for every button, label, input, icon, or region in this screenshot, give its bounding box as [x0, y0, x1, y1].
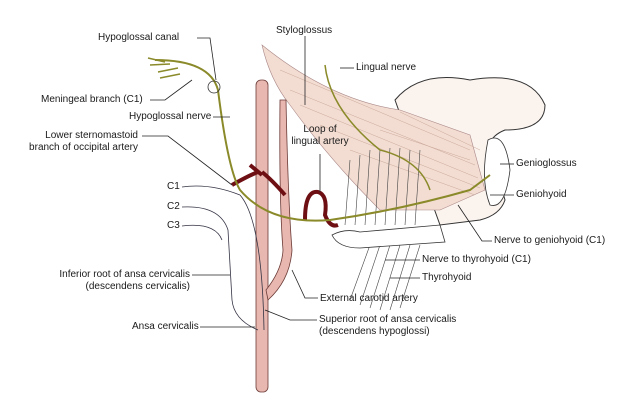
lingual-artery-loop [303, 189, 339, 228]
label-styloglossus: Styloglossus [276, 25, 333, 36]
label-line-2: branch of occipital artery [29, 142, 138, 153]
label-superior-root: Superior root of ansa cervicalis (descen… [319, 314, 456, 338]
label-nerve-to-thyrohyoid: Nerve to thyrohyoid (C1) [422, 254, 531, 265]
label-ansa-cervicalis: Ansa cervicalis [132, 321, 199, 332]
label-c3: C3 [167, 220, 180, 231]
label-nerve-to-geniohyoid: Nerve to geniohyoid (C1) [494, 235, 606, 246]
label-thyrohyoid: Thyrohyoid [422, 272, 472, 283]
hyoid-bone [331, 224, 446, 249]
label-external-carotid: External carotid artery [320, 293, 418, 304]
superior-root-nerve [239, 194, 265, 331]
mandible [484, 137, 511, 206]
c3-nerve [181, 224, 223, 241]
c1-nerve [181, 185, 241, 196]
label-line-1: Superior root of ansa cervicalis [319, 314, 457, 325]
styloglossus-muscle [261, 44, 486, 211]
occipital-artery-branch [231, 163, 287, 197]
label-line-2: (descendens hypoglossi) [319, 326, 430, 337]
hypoglossal-canal-ring [207, 80, 221, 94]
hypoglossal-rootlets [147, 57, 181, 79]
label-c1: C1 [167, 181, 180, 192]
external-carotid-artery [265, 99, 293, 301]
lingual-nerve [324, 64, 431, 191]
label-c2: C2 [167, 201, 180, 212]
label-meningeal-branch: Meningeal branch (C1) [41, 94, 143, 105]
hypoglossal-nerve [154, 59, 491, 222]
label-hypoglossal-canal: Hypoglossal canal [98, 32, 180, 43]
c2-nerve [181, 206, 259, 331]
label-line-2: lingual artery [291, 136, 349, 147]
label-geniohyoid: Geniohyoid [516, 189, 567, 200]
label-line-1: Loop of [303, 124, 337, 135]
label-inferior-root: Inferior root of ansa cervicalis (descen… [0, 269, 190, 293]
leader-lines [142, 36, 514, 328]
label-line-1: Lower sternomastoid [45, 130, 138, 141]
label-genioglossus: Genioglossus [516, 158, 577, 169]
label-lower-sternomastoid: Lower sternomastoid branch of occipital … [0, 130, 138, 154]
label-lingual-nerve: Lingual nerve [356, 62, 417, 73]
label-loop-lingual-artery: Loop of lingual artery [280, 124, 360, 148]
label-line-1: Inferior root of ansa cervicalis [59, 269, 190, 280]
label-line-2: (descendens cervicalis) [85, 281, 191, 292]
thyrohyoid-fibers [344, 147, 421, 311]
label-hypoglossal-nerve: Hypoglossal nerve [129, 111, 212, 122]
common-carotid-artery [255, 79, 269, 393]
